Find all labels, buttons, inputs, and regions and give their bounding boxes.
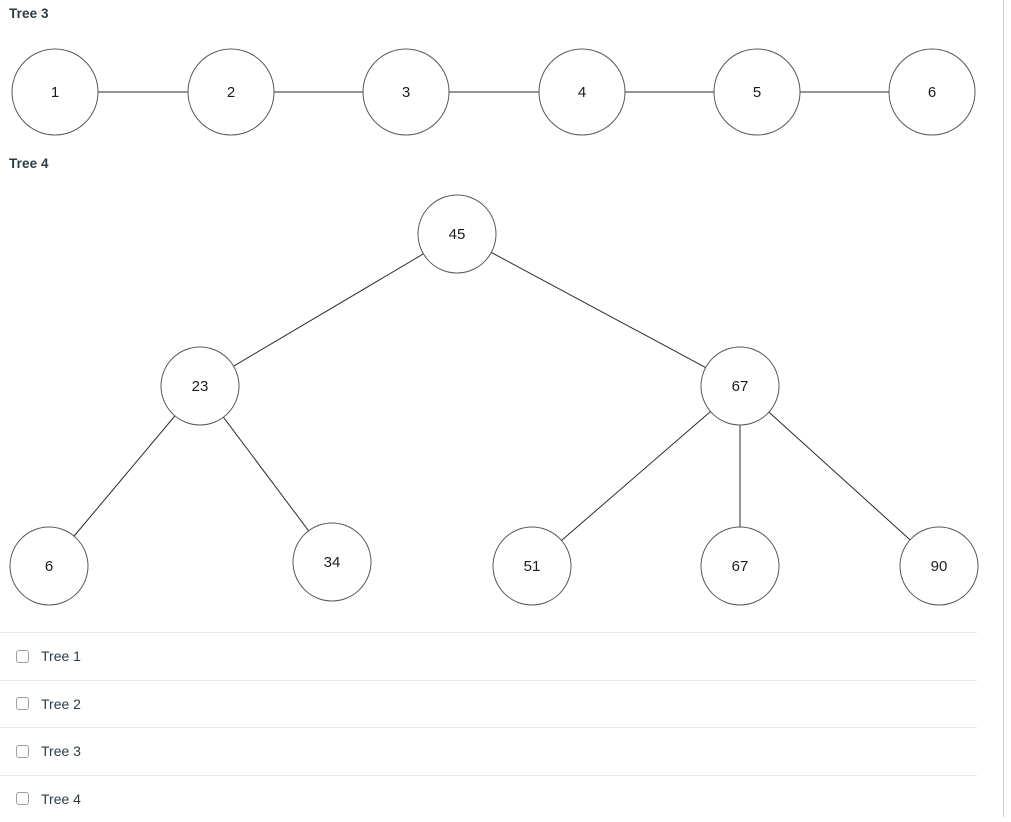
- answer-option-row[interactable]: Tree 2: [0, 680, 977, 728]
- tree-3-diagram: 1 2 3 4 5 6: [0, 36, 1003, 148]
- tree-node: 5: [714, 49, 800, 135]
- tree-node-label: 6: [928, 84, 936, 101]
- tree-node: 51: [493, 527, 571, 605]
- answer-option-row[interactable]: Tree 1: [0, 632, 977, 680]
- tree-edge: [74, 416, 175, 536]
- tree-node: 23: [161, 347, 239, 425]
- section-title-tree3: Tree 3: [9, 6, 49, 21]
- tree-edge: [491, 252, 705, 367]
- tree-node: 90: [900, 527, 978, 605]
- tree-node-label: 5: [753, 84, 761, 101]
- answer-option-label: Tree 2: [41, 697, 81, 711]
- tree-node: 34: [293, 523, 371, 601]
- checkbox-icon[interactable]: [16, 697, 29, 710]
- answer-options-list: Tree 1 Tree 2 Tree 3 Tree 4: [0, 632, 977, 822]
- tree-node: 6: [889, 49, 975, 135]
- tree-edge: [234, 254, 424, 366]
- tree-node: 1: [12, 49, 98, 135]
- tree-4-diagram: 45 23 67 6 34 51 67 90: [0, 186, 1003, 626]
- tree-node-label: 45: [449, 226, 466, 243]
- tree-node-label: 6: [45, 558, 53, 575]
- answer-option-label: Tree 3: [41, 744, 81, 758]
- checkbox-icon[interactable]: [16, 650, 29, 663]
- tree-node: 6: [10, 527, 88, 605]
- tree-edge: [769, 412, 910, 540]
- answer-option-label: Tree 1: [41, 649, 81, 663]
- tree-node: 67: [701, 527, 779, 605]
- tree-node-label: 3: [402, 84, 410, 101]
- answer-option-row[interactable]: Tree 3: [0, 727, 977, 775]
- tree-node-label: 51: [524, 558, 541, 575]
- tree-node: 4: [539, 49, 625, 135]
- tree-node-label: 1: [51, 84, 59, 101]
- tree-node: 3: [363, 49, 449, 135]
- tree-edge: [561, 412, 710, 541]
- checkbox-icon[interactable]: [16, 792, 29, 805]
- tree-node-label: 90: [931, 558, 948, 575]
- tree-edge: [223, 417, 308, 531]
- right-border-rule: [1003, 0, 1004, 817]
- tree-node: 45: [418, 195, 496, 273]
- answer-option-label: Tree 4: [41, 792, 81, 806]
- tree-node: 67: [701, 347, 779, 425]
- tree-node-label: 2: [227, 84, 235, 101]
- answer-option-row[interactable]: Tree 4: [0, 775, 977, 822]
- checkbox-icon[interactable]: [16, 745, 29, 758]
- tree-node-label: 23: [192, 378, 209, 395]
- tree-node-label: 4: [578, 84, 586, 101]
- tree-node: 2: [188, 49, 274, 135]
- tree-node-label: 67: [732, 378, 749, 395]
- tree-node-label: 67: [732, 558, 749, 575]
- tree-node-label: 34: [324, 554, 341, 571]
- section-title-tree4: Tree 4: [9, 156, 49, 171]
